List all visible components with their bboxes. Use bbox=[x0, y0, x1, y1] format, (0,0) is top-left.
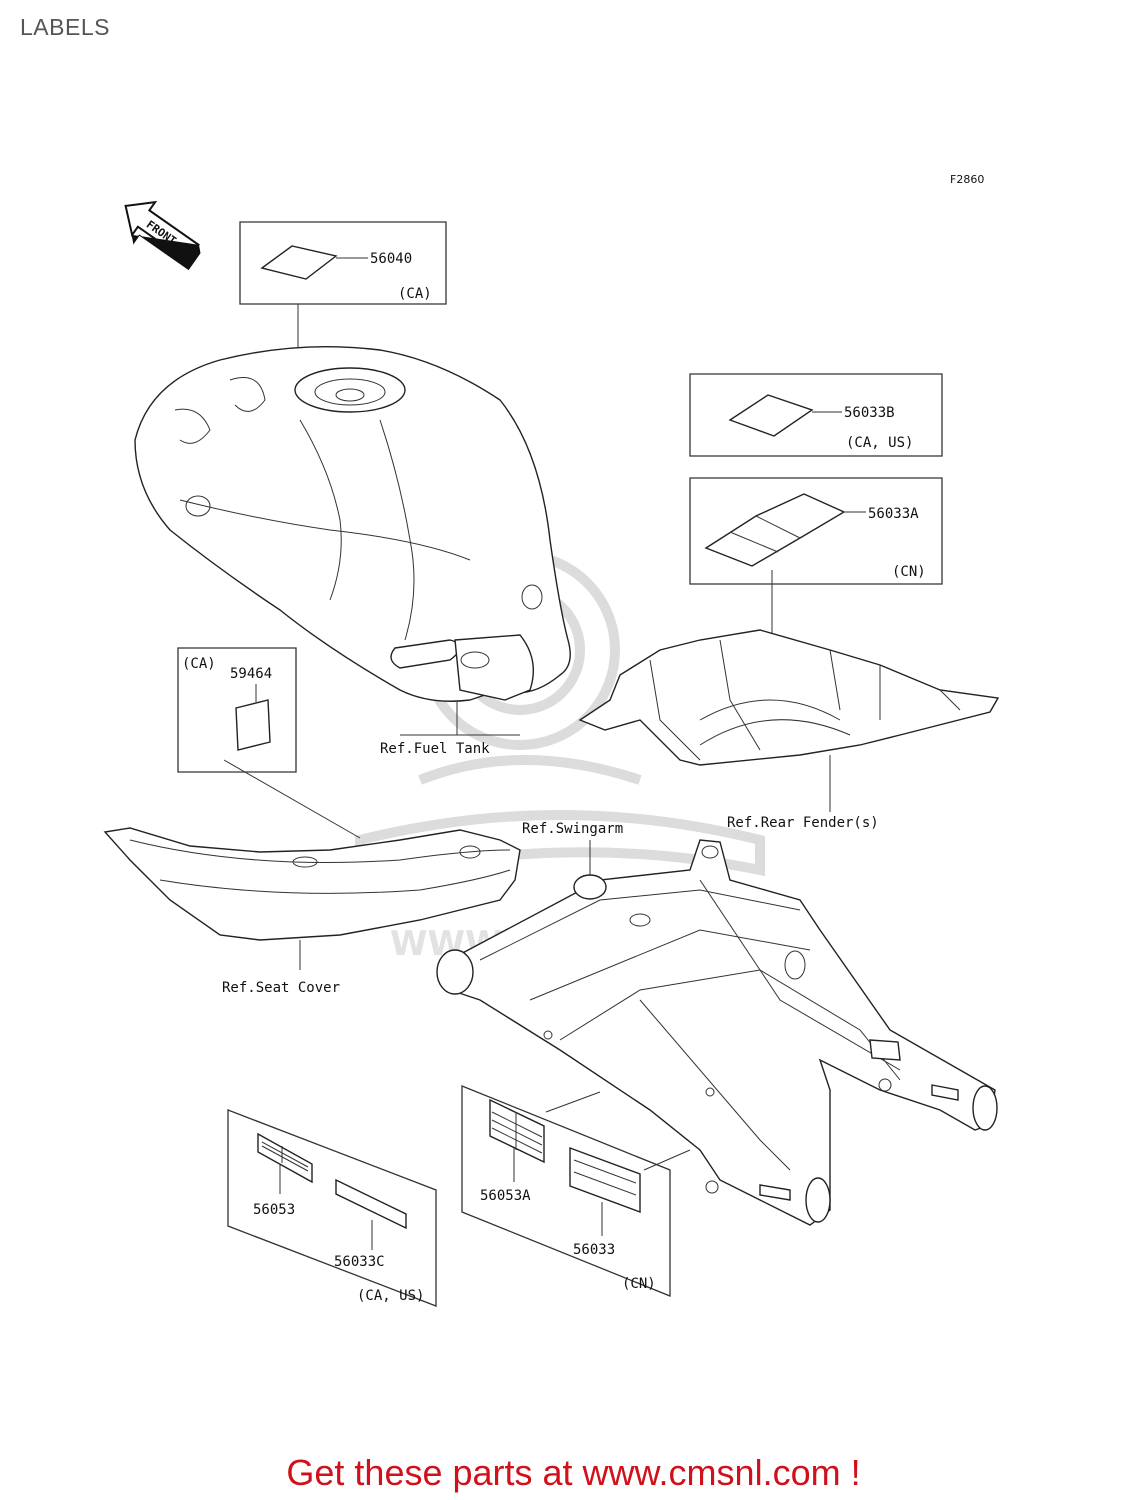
callout-56053-56033C: 56053 56033C (CA, US) bbox=[227, 1109, 437, 1307]
page-title: LABELS bbox=[20, 14, 110, 40]
figure-code: F2860 bbox=[950, 173, 984, 186]
part-number-56040: 56040 bbox=[370, 251, 412, 267]
ref-seat-cover: Ref.Seat Cover bbox=[222, 980, 340, 996]
parts-diagram: WWW.CMSNL.COM F2860 FRONT 56040 (CA) R bbox=[103, 173, 1000, 1307]
label-sticker-56053A-icon bbox=[489, 1098, 545, 1164]
part-region-56033B: (CA, US) bbox=[846, 435, 913, 451]
part-number-56033B: 56033B bbox=[844, 405, 895, 421]
part-region-56033C: (CA, US) bbox=[357, 1288, 424, 1304]
part-region-56040: (CA) bbox=[398, 286, 432, 302]
part-region-59464: (CA) bbox=[182, 656, 216, 672]
callout-59464: (CA) 59464 bbox=[177, 647, 361, 839]
part-number-56033A: 56033A bbox=[868, 506, 919, 522]
ref-rear-fender: Ref.Rear Fender(s) bbox=[727, 815, 879, 831]
part-number-59464: 59464 bbox=[230, 666, 272, 682]
label-sticker-56033B-icon bbox=[728, 394, 814, 437]
label-sticker-56033A-icon bbox=[704, 493, 846, 567]
part-number-56033: 56033 bbox=[573, 1242, 615, 1258]
callout-56033B: 56033B (CA, US) bbox=[689, 373, 943, 457]
label-sticker-59464-icon bbox=[235, 699, 271, 751]
seat-cover-drawing: Ref.Seat Cover bbox=[103, 827, 521, 996]
part-number-56033C: 56033C bbox=[334, 1254, 385, 1270]
label-sticker-56033C-icon bbox=[335, 1178, 407, 1230]
part-number-56053: 56053 bbox=[253, 1202, 295, 1218]
label-sticker-56033-icon bbox=[569, 1146, 641, 1214]
part-region-56033: (CN) bbox=[622, 1276, 656, 1292]
part-region-56033A: (CN) bbox=[892, 564, 926, 580]
label-sticker-56040-icon bbox=[260, 245, 338, 280]
ref-fuel-tank: Ref.Fuel Tank bbox=[380, 741, 490, 757]
callout-56053A-56033: 56053A 56033 (CN) bbox=[461, 1085, 691, 1297]
ref-swingarm: Ref.Swingarm bbox=[522, 821, 623, 837]
front-arrow-icon: FRONT bbox=[124, 200, 201, 271]
promo-link[interactable]: Get these parts at www.cmsnl.com ! bbox=[286, 1452, 861, 1493]
part-number-56053A: 56053A bbox=[480, 1188, 531, 1204]
fuel-tank-drawing: Ref.Fuel Tank bbox=[134, 345, 571, 757]
swingarm-drawing: Ref.Swingarm bbox=[436, 821, 998, 1226]
rear-fender-drawing: Ref.Rear Fender(s) bbox=[578, 629, 1000, 831]
